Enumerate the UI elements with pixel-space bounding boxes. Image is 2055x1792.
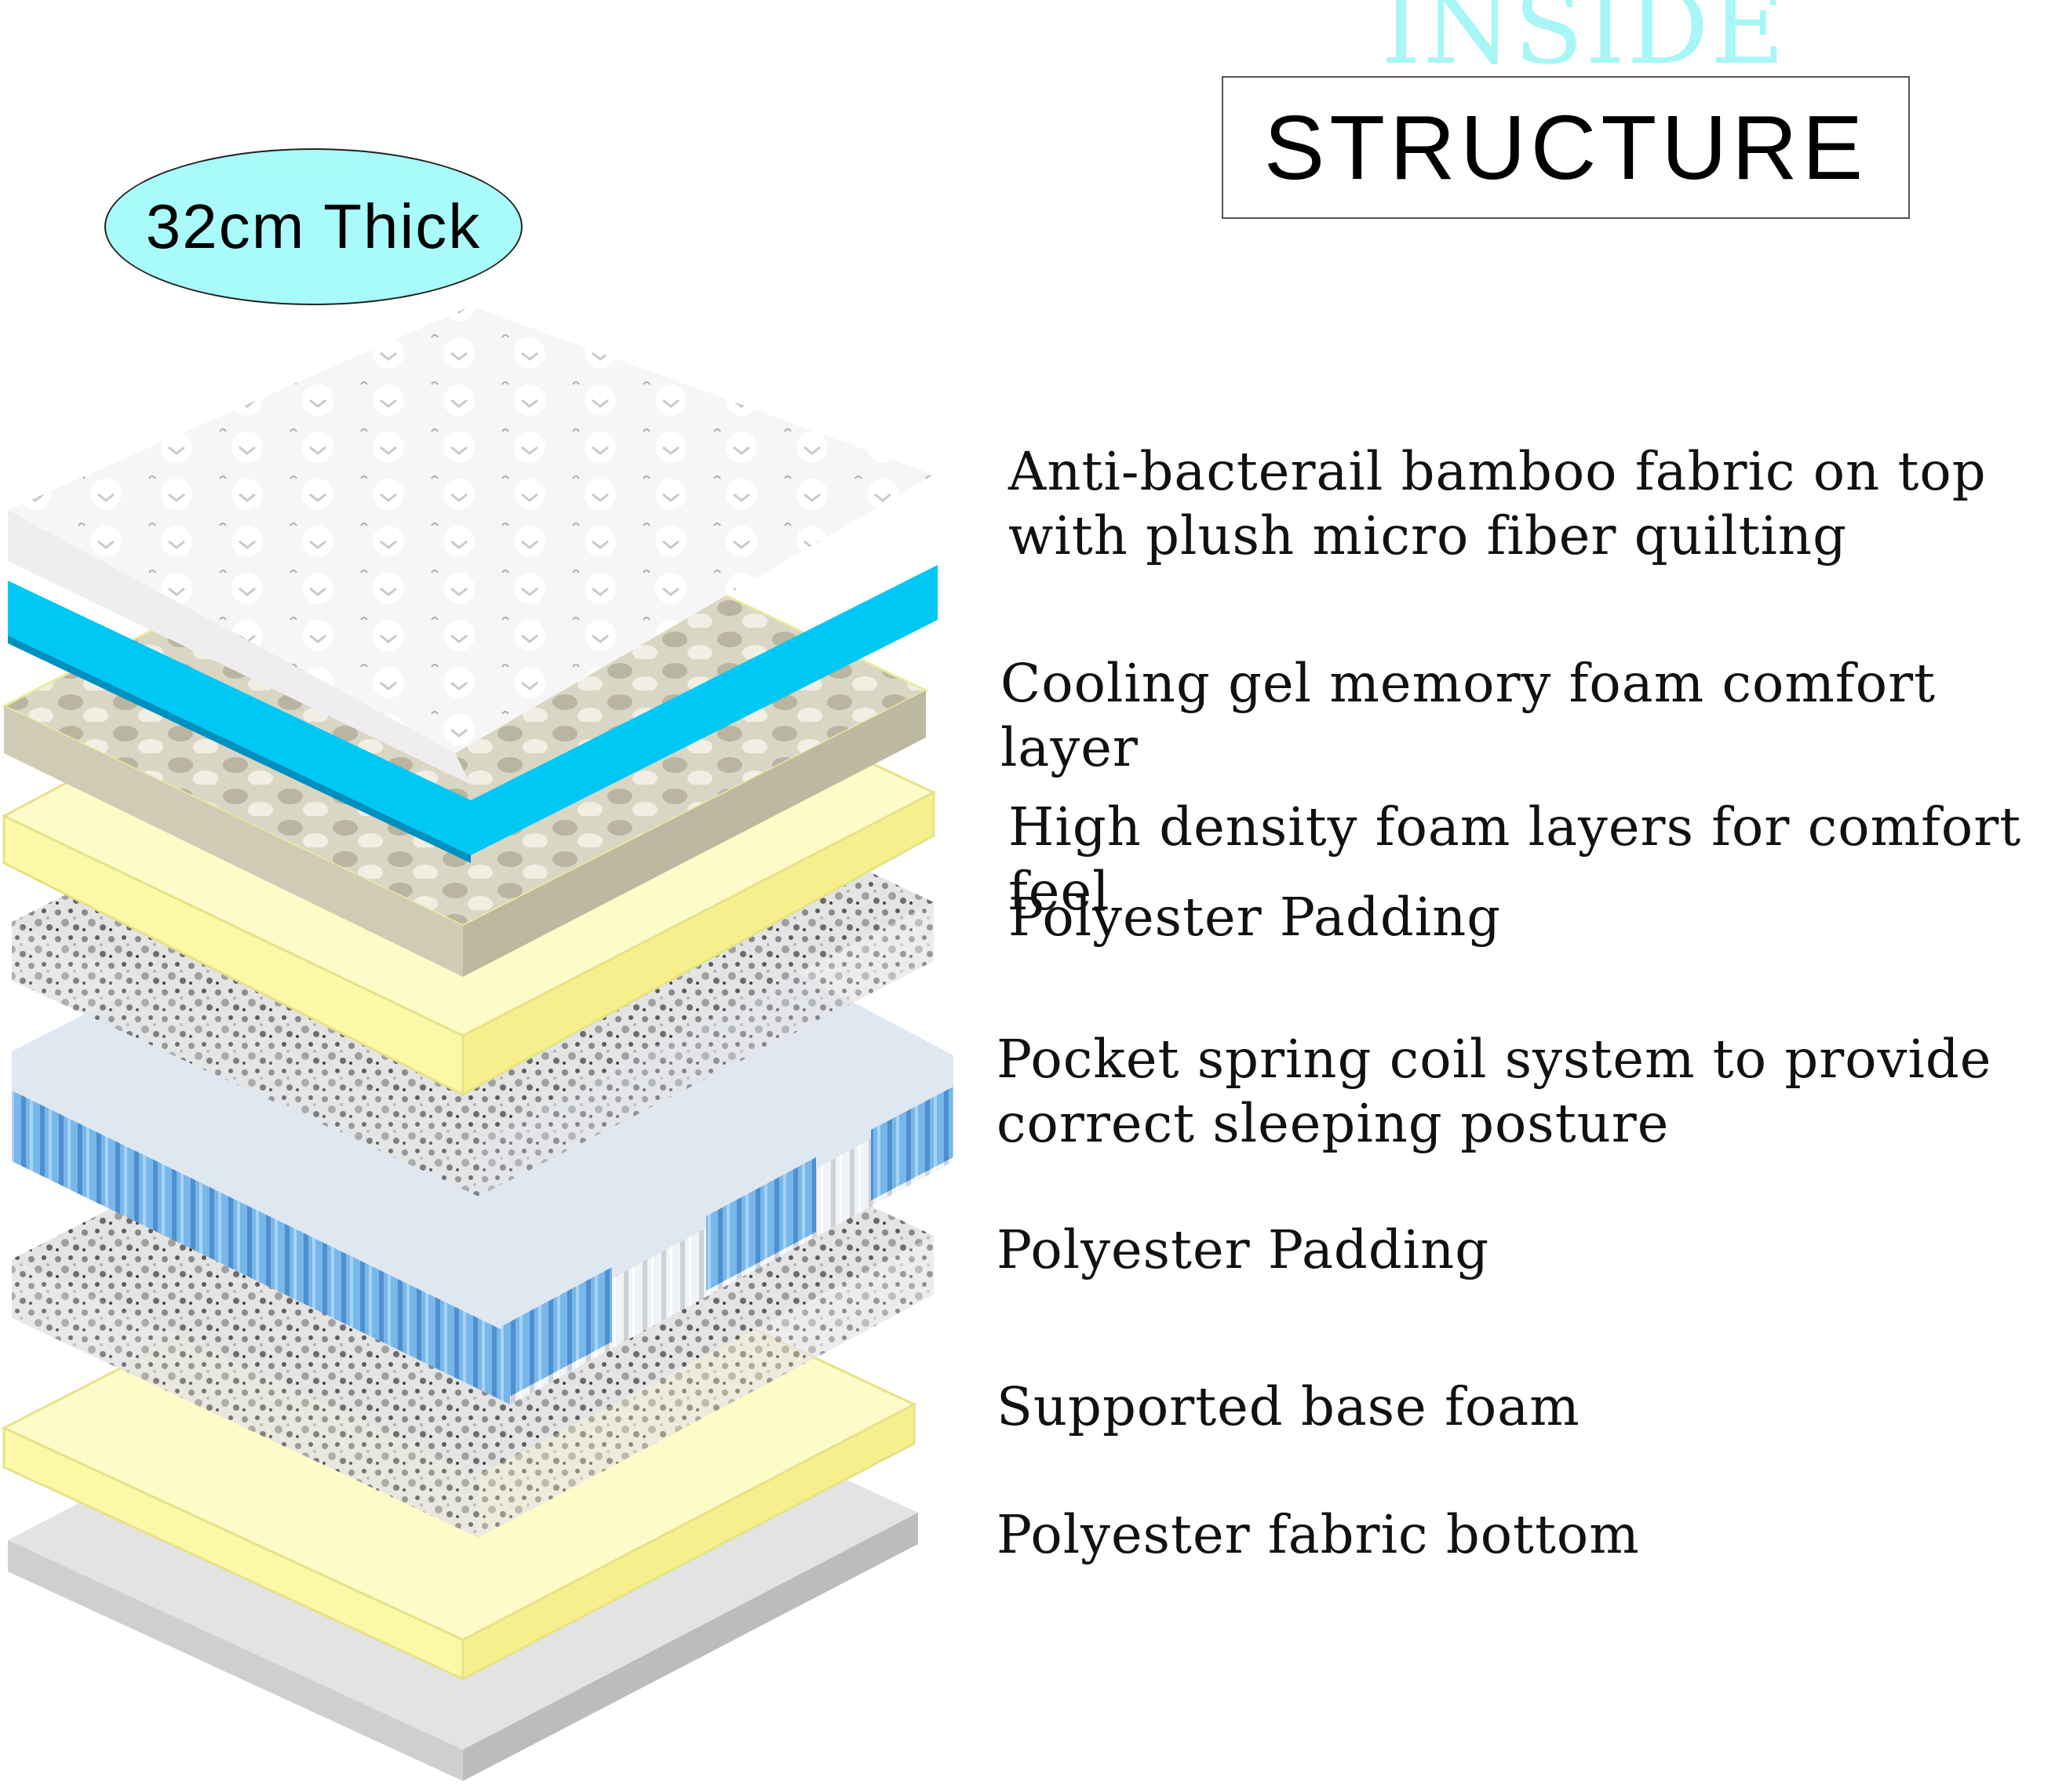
layer-label-polyester-padding-1: Polyester Padding [1008,887,1502,948]
gel-memory-foam-layer [8,565,938,863]
thickness-text: 32cm Thick [145,191,482,261]
structure-heading-box: STRUCTURE [1222,76,1910,219]
layer-label-polyester-padding-2: Polyester Padding [997,1219,1490,1280]
layer-label-fabric-bottom: Polyester fabric bottom [997,1504,1640,1565]
layer-label-base-foam: Supported base foam [997,1376,1580,1437]
bamboo-quilt-layer [8,306,934,785]
layer-label-pocket-spring: Pocket spring coil system to provide cor… [997,1029,1992,1154]
inside-heading: INSIDE [1381,0,1787,87]
structure-heading: STRUCTURE [1263,97,1868,199]
layer-label-bamboo-fabric: Anti-bacterail bamboo fabric on top with… [1008,441,1987,566]
mattress-layer-illustration [1,306,953,1781]
layer-label-gel-memory-foam: Cooling gel memory foam comfort layer [1000,653,1937,778]
layer-label-high-density-foam: High density foam layers for comfort fee… [1008,796,2022,922]
thickness-badge: 32cm Thick [104,148,523,305]
